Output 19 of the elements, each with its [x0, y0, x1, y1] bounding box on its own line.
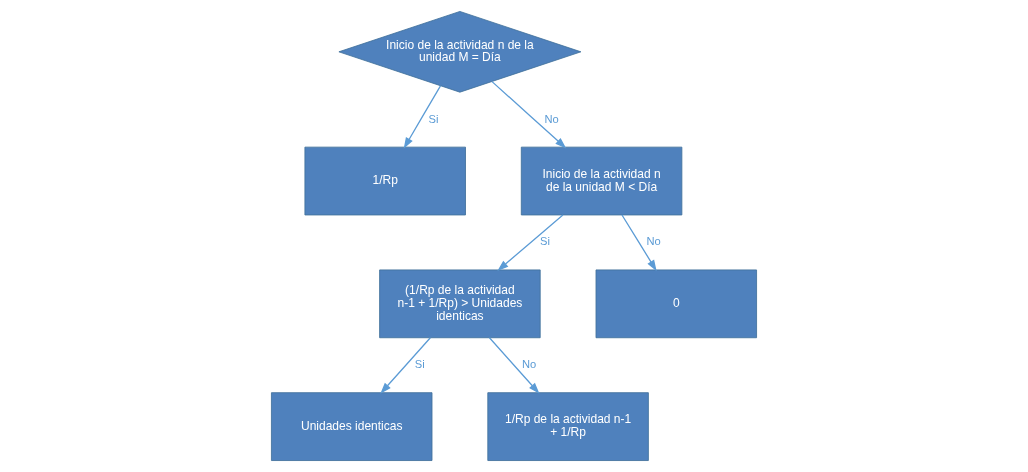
node-box: Inicio de la actividad n de la unidad M < Día	[520, 146, 683, 216]
edge-label: No	[522, 358, 537, 371]
arrow	[488, 337, 540, 394]
edge-label: Si	[540, 235, 551, 248]
edge-label: Si	[414, 358, 425, 371]
arrow	[403, 85, 442, 149]
edge-label: Si	[428, 112, 439, 125]
arrow	[621, 214, 657, 272]
arrow	[491, 80, 567, 149]
edge-label: No	[646, 235, 661, 248]
edge-label: No	[544, 112, 559, 125]
arrow	[497, 214, 564, 271]
node-diamond: Inicio de la actividad n de la unidad M = Día	[338, 11, 582, 93]
arrow	[380, 337, 431, 394]
node-box: 0	[595, 269, 757, 339]
node-box: 1/Rp de la actividad n-1 + 1/Rp	[487, 392, 649, 461]
node-box: 1/Rp	[304, 146, 466, 216]
node-box: Unidades identicas	[271, 392, 433, 461]
node-box: (1/Rp de la actividad n-1 + 1/Rp) > Unidades identicas	[379, 269, 541, 339]
